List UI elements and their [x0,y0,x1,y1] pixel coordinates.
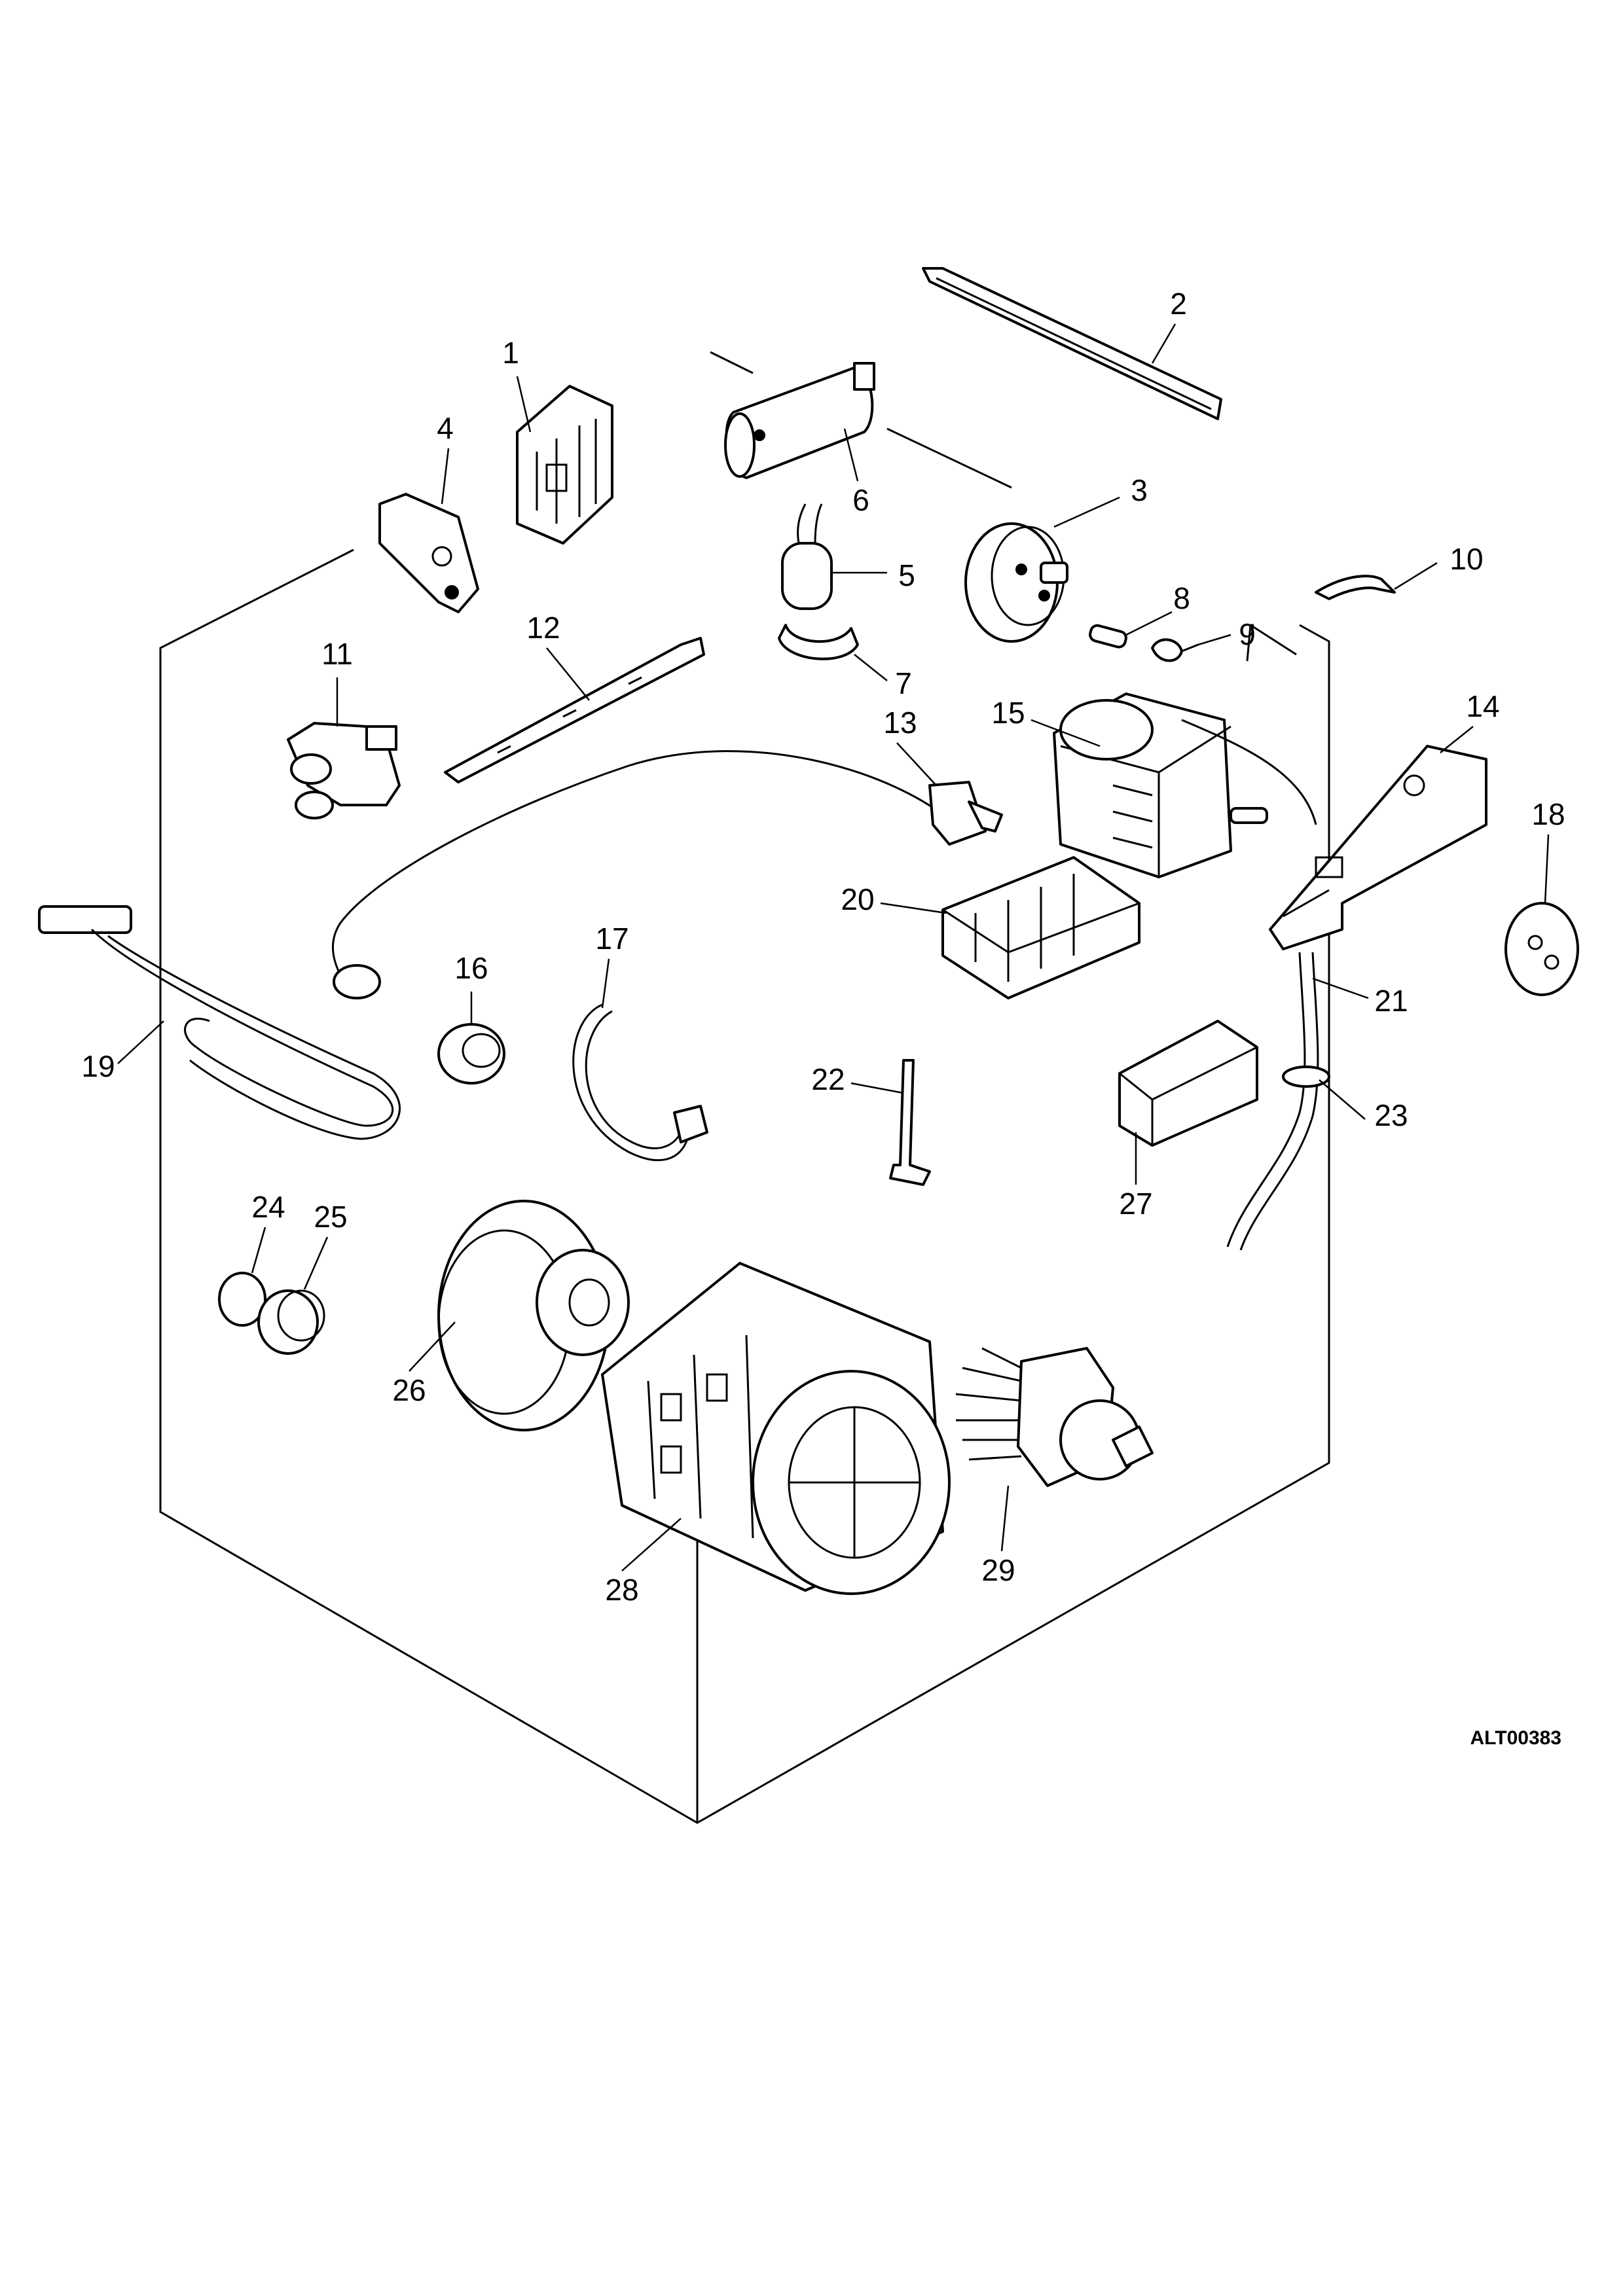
part-29-pump [955,1347,1154,1487]
callout-labels: 1 2 3 4 5 6 7 8 9 10 11 12 13 14 15 16 1… [81,287,1565,1607]
part-22-bracket [889,1059,931,1186]
reference-code: ALT00383 [1470,1727,1561,1749]
part-8-fitting [1089,624,1127,649]
part-26-pulley [437,1200,630,1431]
part-24-cap [218,1272,266,1327]
callout-4: 4 [437,411,454,445]
part-27-relay [1118,1020,1258,1147]
callout-13: 13 [883,706,917,740]
callout-6: 6 [852,483,869,517]
part-19-heater [38,905,401,1140]
callout-12: 12 [526,611,560,645]
part-11-inlet-valve [287,722,401,819]
part-13-connector-wire [331,750,1003,999]
callout-2: 2 [1170,287,1187,321]
callout-24: 24 [251,1190,285,1224]
part-12-strip [444,637,705,783]
callout-10: 10 [1450,542,1483,576]
part-25-plug [257,1289,325,1355]
callout-15: 15 [991,696,1025,730]
callout-25: 25 [314,1200,347,1234]
part-10-clip [1315,575,1396,600]
callout-7: 7 [895,666,912,700]
callout-14: 14 [1466,689,1499,723]
callout-29: 29 [981,1553,1015,1587]
callout-16: 16 [454,951,488,985]
callout-8: 8 [1173,581,1190,615]
callout-27: 27 [1119,1187,1152,1221]
callout-9: 9 [1239,617,1256,651]
callout-19: 19 [81,1049,115,1083]
callout-28: 28 [605,1573,638,1607]
part-7-clip [778,624,859,660]
part-21-23-hose [1226,952,1330,1251]
part-16-bush [437,1023,505,1085]
callout-20: 20 [841,882,874,916]
part-2-rail [922,267,1222,420]
part-4-interlock [378,493,479,613]
callout-21: 21 [1374,984,1408,1018]
part-14-plate [1269,745,1487,950]
part-20-terminal-block [941,856,1140,999]
callout-3: 3 [1131,473,1148,507]
part-5-suppressor [781,503,833,610]
part-18-disc [1504,902,1579,996]
part-15-timer [1053,692,1317,878]
part-17-strap [572,1003,708,1162]
part-1-bracket [516,385,613,545]
callout-11: 11 [321,637,353,671]
callout-23: 23 [1374,1098,1408,1132]
part-28-motor [601,1262,951,1595]
callout-17: 17 [595,922,629,956]
callout-18: 18 [1531,797,1565,831]
part-6-capacitor [724,362,875,479]
part-3-pressure-switch [964,522,1068,643]
callout-26: 26 [392,1373,426,1407]
callout-22: 22 [811,1062,845,1096]
callout-1: 1 [502,336,519,370]
callout-5: 5 [898,558,915,592]
leader-lines [117,323,1550,1571]
part-9-hose-clip [1151,638,1199,662]
